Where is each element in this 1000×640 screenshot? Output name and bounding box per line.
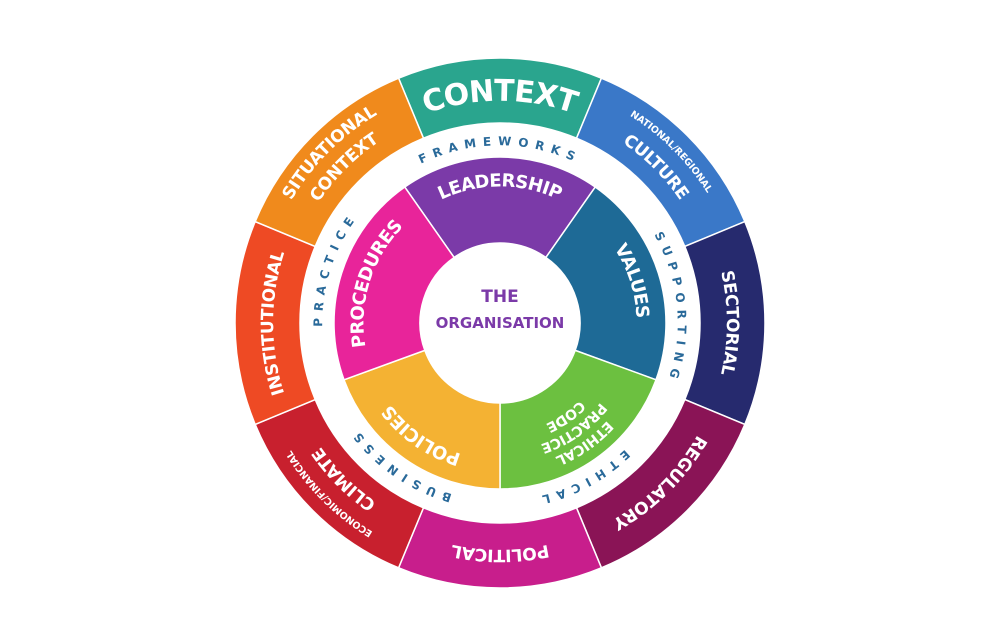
outer-segment: POLITICAL	[397, 506, 603, 589]
outer-segment: SECTORIAL	[683, 220, 766, 426]
outer-segment: INSTITUTIONAL	[234, 220, 317, 426]
inner-segment: LEADERSHIP	[403, 156, 597, 259]
inner-segment: PROCEDURES	[333, 185, 456, 381]
outer-segment-shape	[254, 77, 425, 248]
center-circle-shape	[420, 243, 580, 403]
center-label-line-1: THE	[481, 287, 518, 307]
outer-segment: CONTEXT	[397, 57, 603, 140]
center-circle: THE ORGANISATION	[420, 243, 580, 403]
inner-segment: POLICIES	[343, 349, 501, 490]
center-label-line-2: ORGANISATION	[436, 314, 565, 332]
